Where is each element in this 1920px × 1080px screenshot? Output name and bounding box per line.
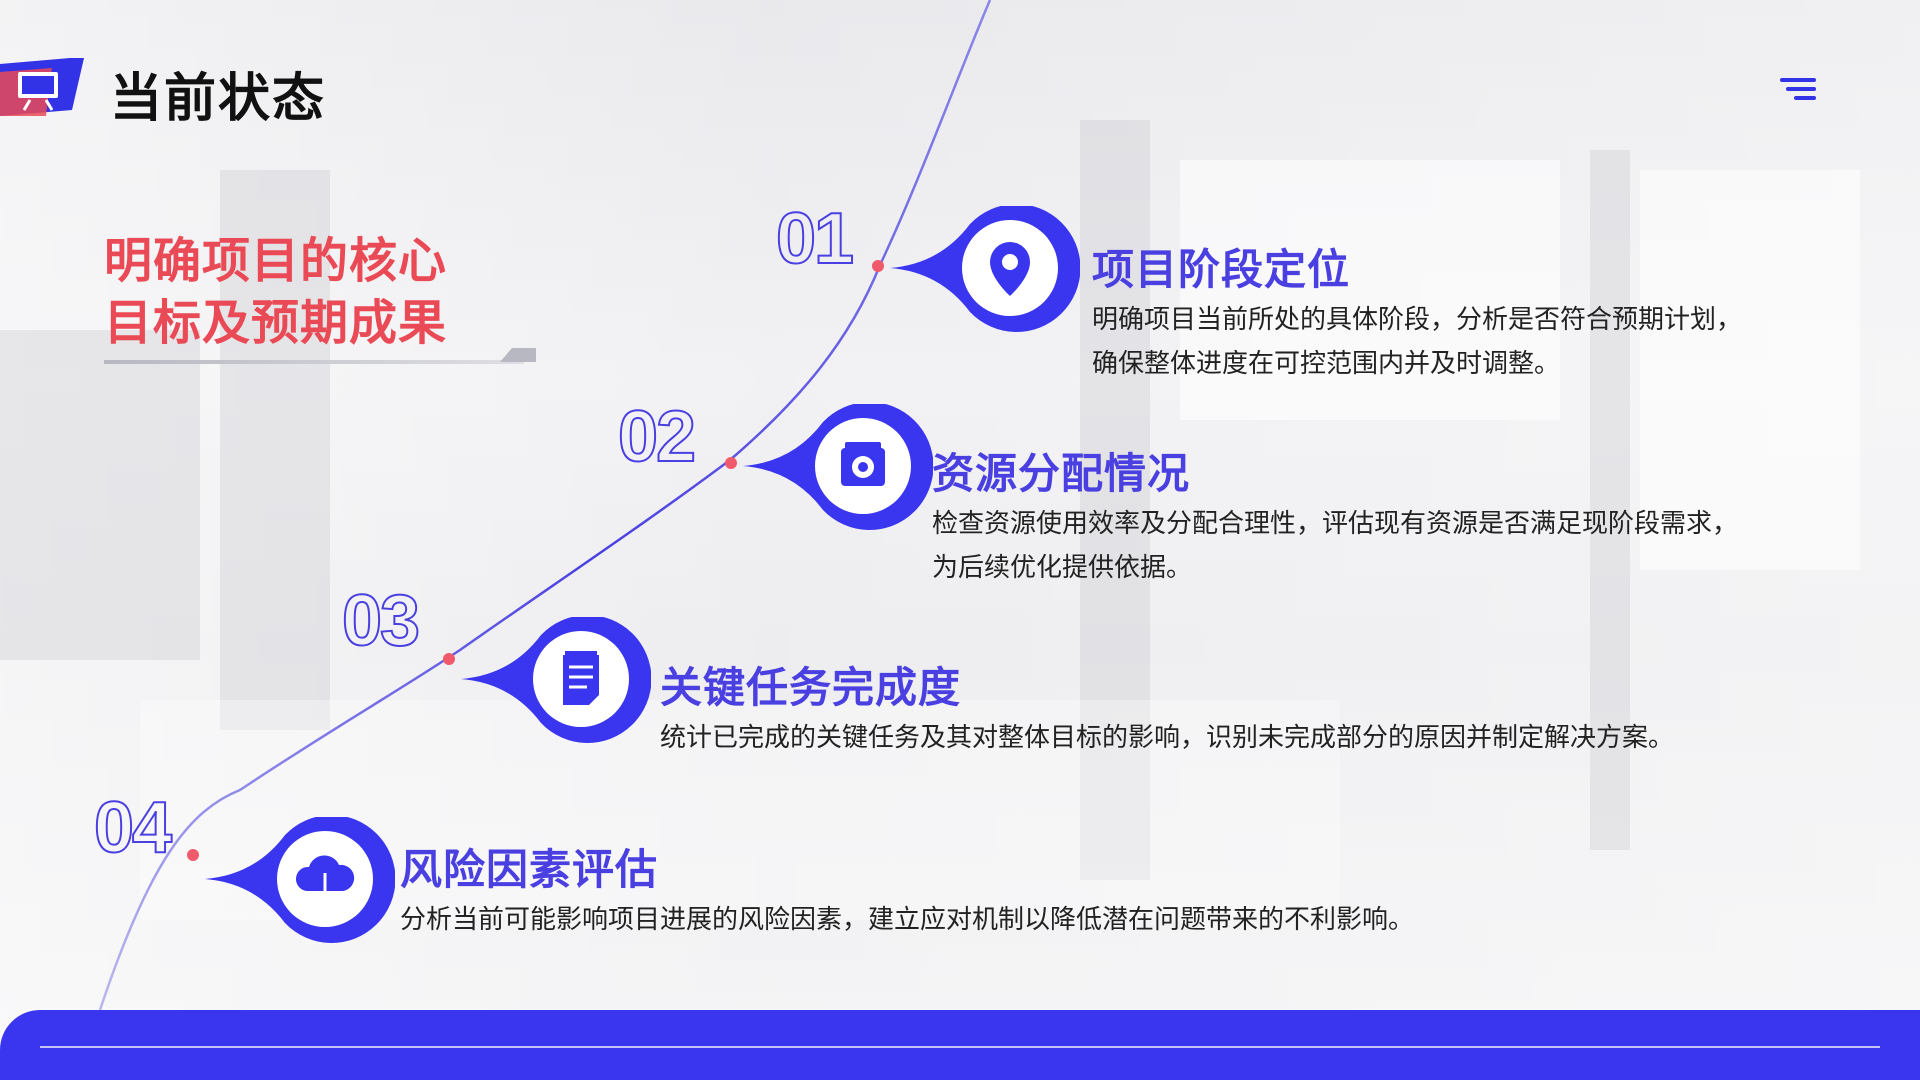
item-desc-03-line-1: 统计已完成的关键任务及其对整体目标的影响，识别未完成部分的原因并制定解决方案。 bbox=[660, 723, 1675, 753]
step-number-03: 03 bbox=[341, 580, 421, 662]
headline-underline bbox=[104, 348, 536, 364]
item-desc-04-line-1: 分析当前可能影响项目进展的风险因素，建立应对机制以降低潜在问题带来的不利影响。 bbox=[400, 905, 1415, 935]
timeline-dot bbox=[872, 260, 884, 272]
item-title-01: 项目阶段定位 bbox=[1092, 245, 1351, 294]
step-number-01: 01 bbox=[775, 198, 855, 280]
headline: 明确项目的核心 目标及预期成果 bbox=[104, 230, 524, 354]
page-title: 当前状态 bbox=[110, 69, 327, 129]
timeline-dot bbox=[187, 849, 199, 861]
document-icon bbox=[563, 651, 599, 705]
timeline-dot bbox=[443, 653, 455, 665]
item-desc-01-line-1: 明确项目当前所处的具体阶段，分析是否符合预期计划， bbox=[1092, 305, 1743, 335]
item-title-03: 关键任务完成度 bbox=[660, 663, 962, 712]
step-badge-02 bbox=[743, 404, 933, 530]
item-desc-04: 分析当前可能影响项目进展的风险因素，建立应对机制以降低潜在问题带来的不利影响。 bbox=[400, 898, 1414, 942]
timeline-dot bbox=[725, 457, 737, 469]
item-title-04: 风险因素评估 bbox=[400, 845, 659, 894]
cloud-download-icon bbox=[295, 855, 355, 907]
headline-line-2: 目标及预期成果 bbox=[104, 295, 448, 351]
step-badge-04 bbox=[205, 817, 395, 943]
item-desc-02-line-2: 为后续优化提供依据。 bbox=[932, 553, 1193, 583]
menu-icon[interactable] bbox=[1780, 78, 1816, 104]
step-number-02: 02 bbox=[617, 396, 697, 478]
step-badge-01 bbox=[890, 206, 1080, 332]
item-title-02: 资源分配情况 bbox=[932, 449, 1191, 498]
settings-box-icon bbox=[841, 442, 885, 486]
footer-divider bbox=[40, 1046, 1880, 1048]
presentation-icon bbox=[0, 58, 84, 116]
item-desc-01: 明确项目当前所处的具体阶段，分析是否符合预期计划， 确保整体进度在可控范围内并及… bbox=[1092, 298, 1742, 386]
footer-bar bbox=[0, 1010, 1920, 1080]
step-number-04: 04 bbox=[93, 787, 173, 869]
item-desc-03: 统计已完成的关键任务及其对整体目标的影响，识别未完成部分的原因并制定解决方案。 bbox=[660, 716, 1674, 760]
item-desc-02: 检查资源使用效率及分配合理性，评估现有资源是否满足现阶段需求， 为后续优化提供依… bbox=[932, 502, 1738, 590]
location-pin-icon bbox=[990, 242, 1030, 296]
step-badge-03 bbox=[461, 617, 651, 743]
item-desc-01-line-2: 确保整体进度在可控范围内并及时调整。 bbox=[1092, 349, 1561, 379]
headline-line-1: 明确项目的核心 bbox=[104, 233, 448, 289]
item-desc-02-line-1: 检查资源使用效率及分配合理性，评估现有资源是否满足现阶段需求， bbox=[932, 509, 1739, 539]
